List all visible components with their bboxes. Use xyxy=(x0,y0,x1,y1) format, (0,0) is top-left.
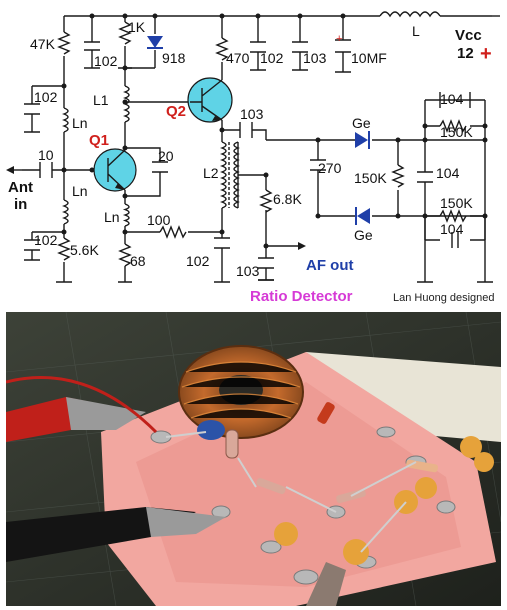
circuit-wires xyxy=(22,15,500,282)
resistor-5k6 xyxy=(57,237,71,261)
capacitor-104-bottom xyxy=(451,232,459,248)
label-c-102-left: 102 xyxy=(34,89,58,105)
label-c-104-top: 104 xyxy=(440,91,464,107)
capacitor-103-coupling xyxy=(239,122,253,138)
capacitor-102-rail xyxy=(250,41,266,53)
label-l-main: L xyxy=(412,23,420,39)
label-polarity-plus: + xyxy=(336,33,342,45)
probe-tip xyxy=(306,562,346,606)
component-leads xyxy=(165,431,417,553)
capacitor-102-bl xyxy=(24,239,40,261)
junction-dots xyxy=(61,13,488,249)
label-r-68: 68 xyxy=(130,253,146,269)
ratio-detector-schematic: 47K 1K 102 918 470 102 103 10MF + L Vcc … xyxy=(6,11,500,305)
resistor-470 xyxy=(215,37,229,61)
label-plus: + xyxy=(480,43,492,65)
label-r-150k-mid: 150K xyxy=(354,170,387,186)
label-r-47k: 47K xyxy=(30,36,56,52)
af-out-arrow xyxy=(298,242,306,250)
capacitor-10-ant xyxy=(39,162,53,178)
label-r-1k: 1K xyxy=(128,19,146,35)
resistor-150k-top xyxy=(439,119,467,133)
label-r-150k-bottom: 150K xyxy=(440,195,473,211)
label-vcc-value: 12 xyxy=(457,45,474,62)
label-c-104-bottom: 104 xyxy=(440,221,464,237)
label-c-102-rail: 102 xyxy=(260,50,284,66)
label-d-918: 918 xyxy=(162,50,186,66)
label-ln-2: Ln xyxy=(72,183,88,199)
label-ant: Ant xyxy=(8,179,33,196)
label-c-103-bottom: 103 xyxy=(236,263,260,279)
resistor-68 xyxy=(118,243,132,267)
transistor-q1 xyxy=(93,148,137,192)
label-c-103-rail: 103 xyxy=(303,50,327,66)
transistor-q2 xyxy=(187,77,233,123)
label-q2: Q2 xyxy=(166,103,186,120)
diode-918 xyxy=(147,36,163,49)
label-r-100: 100 xyxy=(147,212,171,228)
diode-918-body xyxy=(147,36,163,48)
label-r-5k6: 5.6K xyxy=(70,242,99,258)
label-r-6k8: 6.8K xyxy=(273,191,302,207)
label-l2: L2 xyxy=(203,165,219,181)
label-r-150k-top: 150K xyxy=(440,124,473,140)
capacitor-103-rail xyxy=(292,41,308,53)
resistor-1k xyxy=(118,21,132,45)
label-q1: Q1 xyxy=(89,132,109,149)
inductor-ln-1 xyxy=(62,107,69,133)
inductor-l xyxy=(379,11,441,18)
label-c-270: 270 xyxy=(318,160,342,176)
capacitor-102-bottom xyxy=(214,237,230,283)
ant-arrow xyxy=(6,166,22,174)
inductor-ln-2 xyxy=(62,199,69,225)
label-c-104-mid: 104 xyxy=(436,165,460,181)
capacitor-104-top xyxy=(439,92,471,108)
capacitor-270 xyxy=(310,159,326,171)
circuit-board-photo xyxy=(6,312,501,606)
label-c-103-coupling: 103 xyxy=(240,106,264,122)
label-c-102-bl: 102 xyxy=(34,232,58,248)
diode-ge-top xyxy=(355,131,370,149)
label-r-470: 470 xyxy=(226,50,250,66)
label-ln-1: Ln xyxy=(72,115,88,131)
credit-text: Lan Huong designed xyxy=(393,292,495,304)
label-ge-bottom: Ge xyxy=(354,227,373,243)
label-af-out: AF out xyxy=(306,257,353,274)
capacitor-104-mid xyxy=(417,171,433,183)
label-c-20: 20 xyxy=(158,148,174,164)
label-c-102-top: 102 xyxy=(94,53,118,69)
inductor-ln-3 xyxy=(122,203,130,227)
capacitor-20 xyxy=(152,161,168,173)
label-ln-3: Ln xyxy=(104,209,120,225)
resistor-47k xyxy=(57,31,71,55)
alligator-clip-black xyxy=(6,507,226,562)
transformer-l2 xyxy=(220,141,240,209)
toroid-coil xyxy=(178,345,304,439)
resistor-100 xyxy=(159,225,187,239)
label-vcc: Vcc xyxy=(455,27,482,44)
capacitor-10mf xyxy=(335,39,351,53)
label-ant-in: in xyxy=(14,196,27,213)
label-c-10-ant: 10 xyxy=(38,147,54,163)
alligator-clip-red xyxy=(6,376,158,442)
label-ge-top: Ge xyxy=(352,115,371,131)
diode-ge-bottom xyxy=(355,207,370,225)
label-c-102-bottom: 102 xyxy=(186,253,210,269)
label-l1: L1 xyxy=(93,92,109,108)
label-c-10mf: 10MF xyxy=(351,50,387,66)
capacitor-102-top xyxy=(84,41,100,51)
diagram-title: Ratio Detector xyxy=(250,288,353,305)
resistor-6k8 xyxy=(259,189,273,213)
capacitor-102-left xyxy=(24,103,40,133)
resistor-150k-mid xyxy=(391,164,405,188)
